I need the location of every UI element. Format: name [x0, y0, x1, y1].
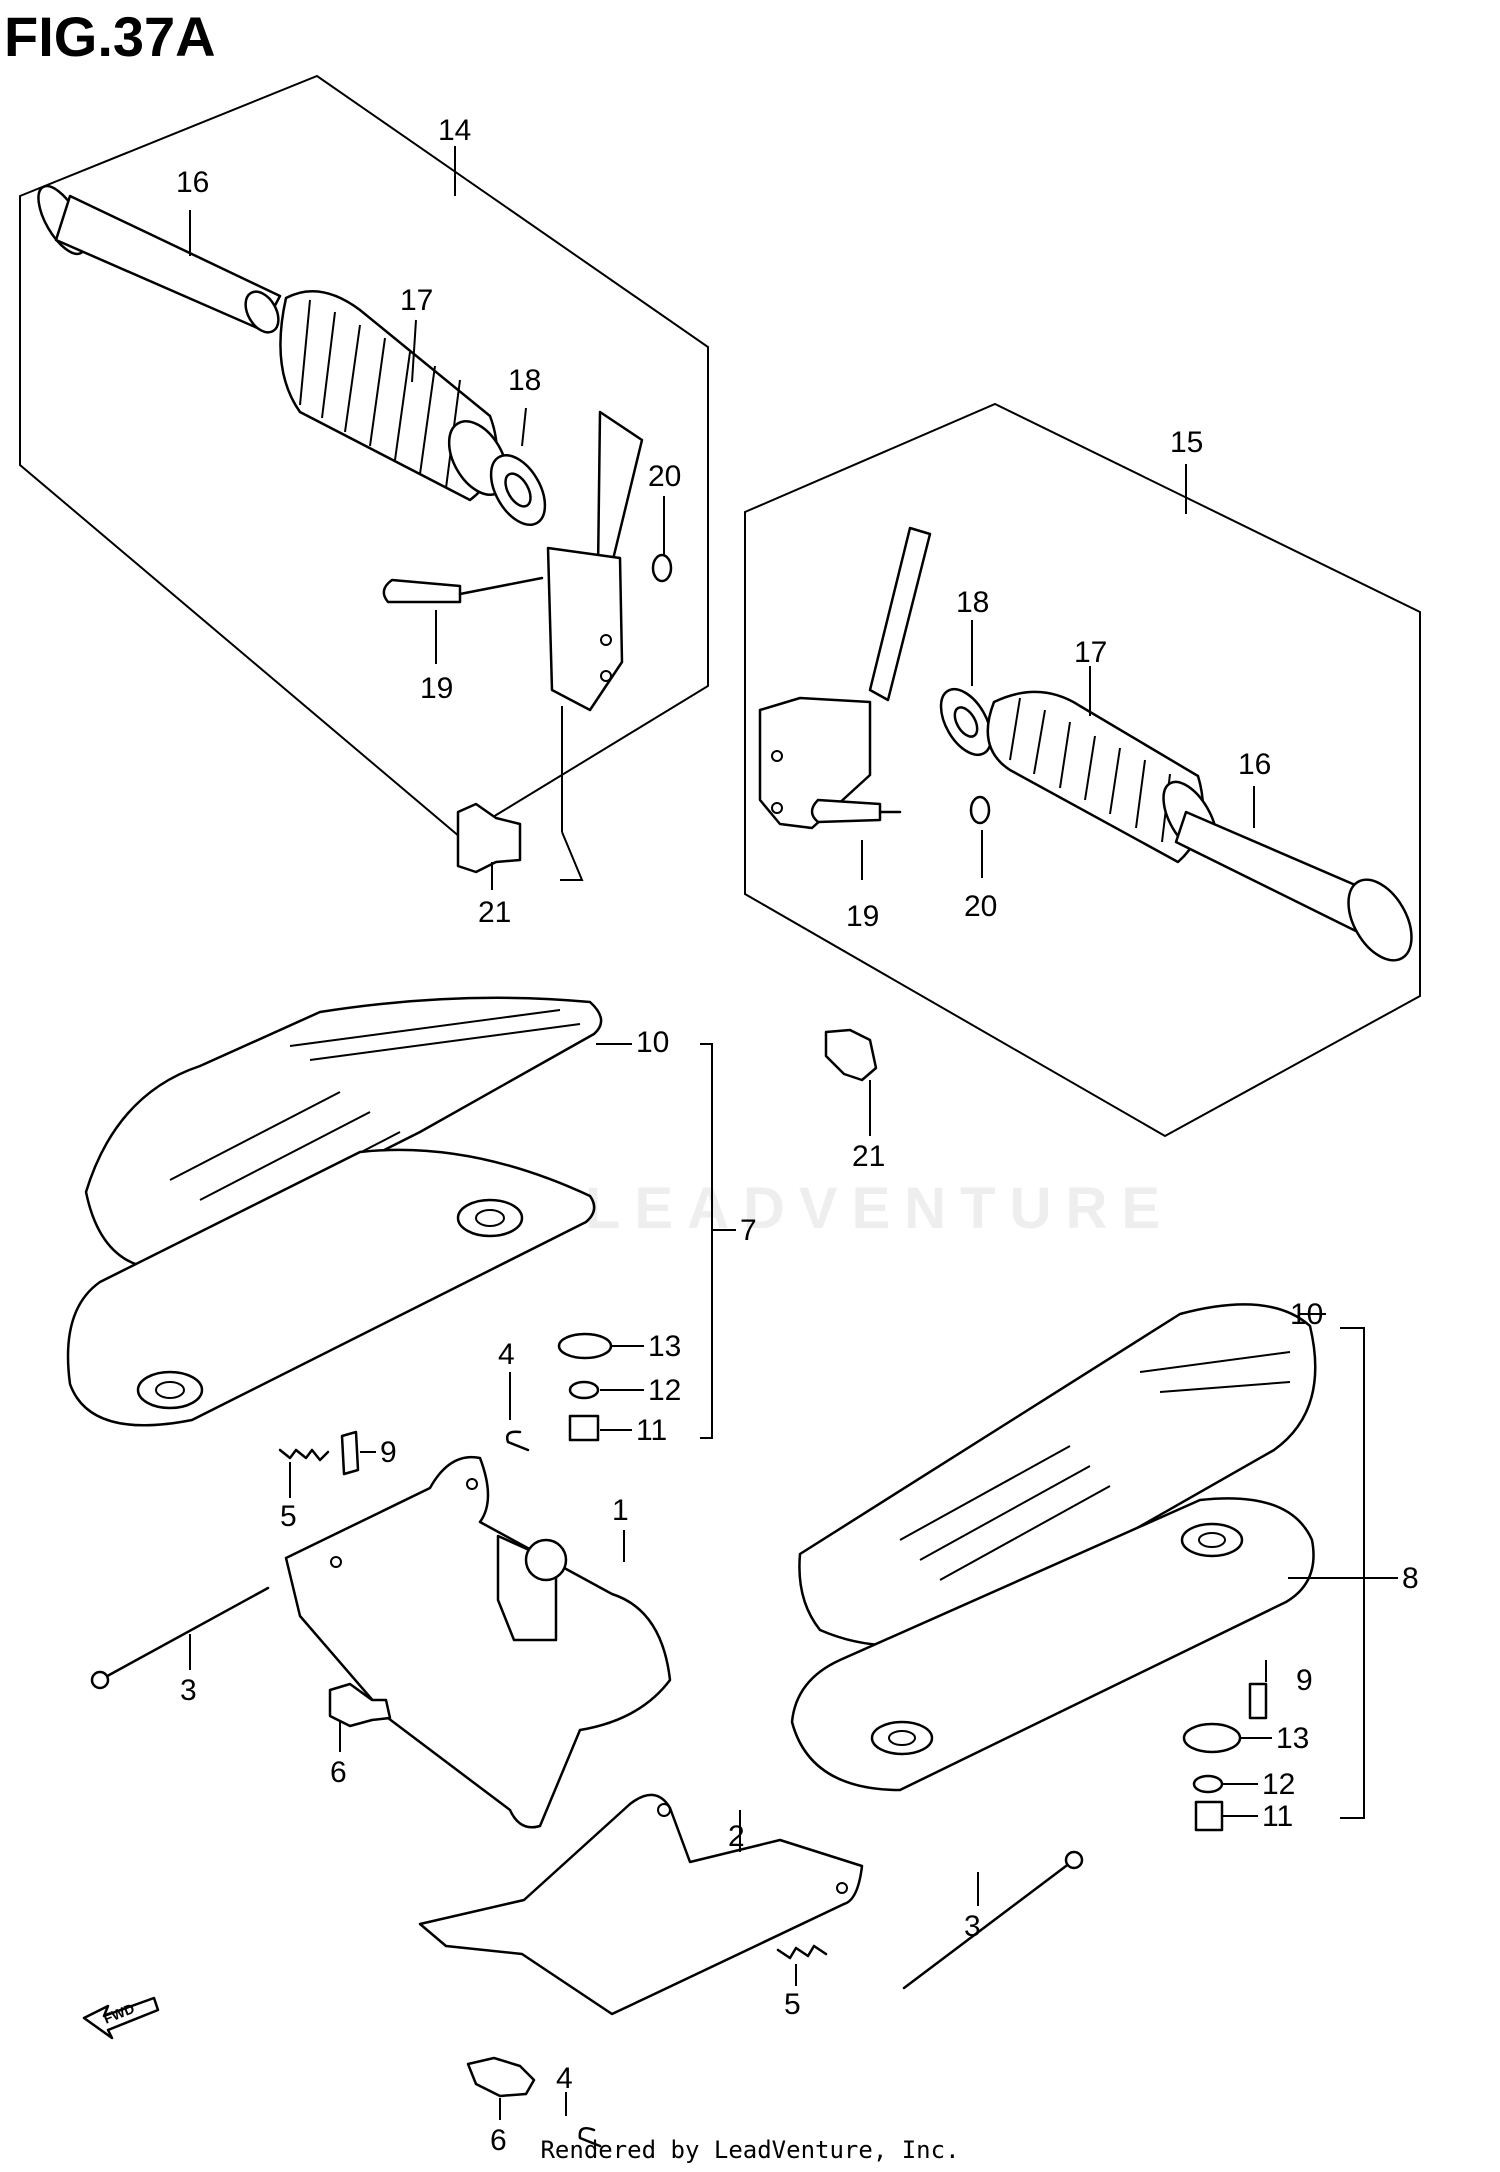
callout-10-right: 10 — [1290, 1298, 1323, 1331]
callout-16: 16 — [176, 166, 209, 199]
watermark: LEADVENTURE — [585, 1176, 1175, 1241]
callout-labels: 14 16 17 18 20 19 21 15 18 17 16 19 20 2… — [176, 114, 1419, 2157]
callout-20-right: 20 — [964, 890, 997, 923]
bolt-11-left — [568, 1414, 600, 1442]
callout-11-right: 11 — [1262, 1800, 1293, 1833]
bracket-10-leader-left — [700, 1043, 713, 1439]
assembly-14-box — [19, 74, 709, 839]
callout-20: 20 — [648, 460, 681, 493]
nut-13-right — [1182, 1722, 1242, 1754]
washer-18-left — [489, 454, 547, 526]
footboard-plate-left — [66, 1148, 596, 1427]
bolt-6-upper — [328, 1682, 392, 1728]
callout-4: 4 — [498, 1338, 515, 1371]
spring-5-left — [278, 1448, 330, 1462]
bracket-1 — [284, 1455, 672, 1829]
bolt-21-left — [456, 802, 522, 874]
footboard-rubber-right — [798, 1303, 1317, 1647]
callout-19: 19 — [420, 672, 453, 705]
assembly-15-box — [744, 402, 1421, 1138]
footpeg-shaft-right — [1174, 810, 1413, 962]
footpeg-shaft-left — [37, 184, 282, 334]
bolt-21-right — [824, 1028, 878, 1082]
callout-1: 1 — [612, 1494, 629, 1527]
washer-12-left — [568, 1380, 600, 1400]
callout-13: 13 — [648, 1330, 681, 1363]
figure-title: FIG.37A — [4, 5, 216, 68]
callout-4-right: 4 — [556, 2062, 573, 2095]
bolt-11-right — [1194, 1800, 1224, 1832]
bracket-10-leader-right — [1340, 1327, 1365, 1819]
washer-18-right — [939, 688, 993, 756]
callout-19-right: 19 — [846, 900, 879, 933]
callout-16-right: 16 — [1238, 748, 1271, 781]
callout-9-right: 9 — [1296, 1664, 1313, 1697]
clip-20-left — [651, 553, 673, 583]
callout-6: 6 — [330, 1756, 347, 1789]
footer-credit: Rendered by LeadVenture, Inc. — [540, 2136, 960, 2164]
callout-21: 21 — [478, 896, 511, 929]
footboard-plate-right — [790, 1497, 1315, 1792]
leader-14-bracket — [560, 706, 584, 881]
pin-3-right — [902, 1850, 1084, 1990]
callout-12: 12 — [648, 1374, 681, 1407]
pin-19-right — [810, 798, 902, 824]
clip-20-right — [969, 795, 991, 825]
bolt-9-right — [1248, 1682, 1268, 1720]
callout-3: 3 — [180, 1674, 197, 1707]
callout-5-right: 5 — [784, 1988, 801, 2021]
callout-14: 14 — [438, 114, 471, 147]
callout-3-right: 3 — [964, 1910, 981, 1943]
fwd-arrow-icon: FWD — [82, 1996, 160, 2040]
callout-12-right: 12 — [1262, 1768, 1295, 1801]
callout-5: 5 — [280, 1500, 297, 1533]
spring-5-right — [776, 1944, 828, 1960]
footpeg-bracket-left — [546, 410, 644, 712]
callout-18-right: 18 — [956, 586, 989, 619]
callout-7: 7 — [740, 1214, 757, 1247]
callout-9: 9 — [380, 1436, 397, 1469]
clip-4-left — [506, 1430, 530, 1452]
footpeg-bracket-right — [758, 526, 932, 830]
bolt-9-left — [340, 1430, 360, 1476]
callout-11: 11 — [636, 1414, 667, 1447]
callout-17-right: 17 — [1074, 636, 1107, 669]
bolt-6-lower — [466, 2056, 536, 2098]
callout-8: 8 — [1402, 1562, 1419, 1595]
nut-13-left — [557, 1332, 613, 1360]
callout-21-right: 21 — [852, 1140, 885, 1173]
callout-10: 10 — [636, 1026, 669, 1059]
callout-6-right: 6 — [490, 2124, 507, 2157]
leader-lines — [189, 146, 1398, 2120]
callout-13-right: 13 — [1276, 1722, 1309, 1755]
callout-15: 15 — [1170, 426, 1203, 459]
callout-17: 17 — [400, 284, 433, 317]
bracket-2 — [418, 1793, 864, 2016]
washer-12-right — [1192, 1774, 1224, 1794]
pin-19-left — [382, 576, 544, 604]
callout-18: 18 — [508, 364, 541, 397]
clip-4-right — [578, 2127, 602, 2148]
footpeg-rubber-left — [279, 290, 509, 502]
pin-3-left — [90, 1586, 270, 1690]
callout-2: 2 — [728, 1820, 745, 1853]
